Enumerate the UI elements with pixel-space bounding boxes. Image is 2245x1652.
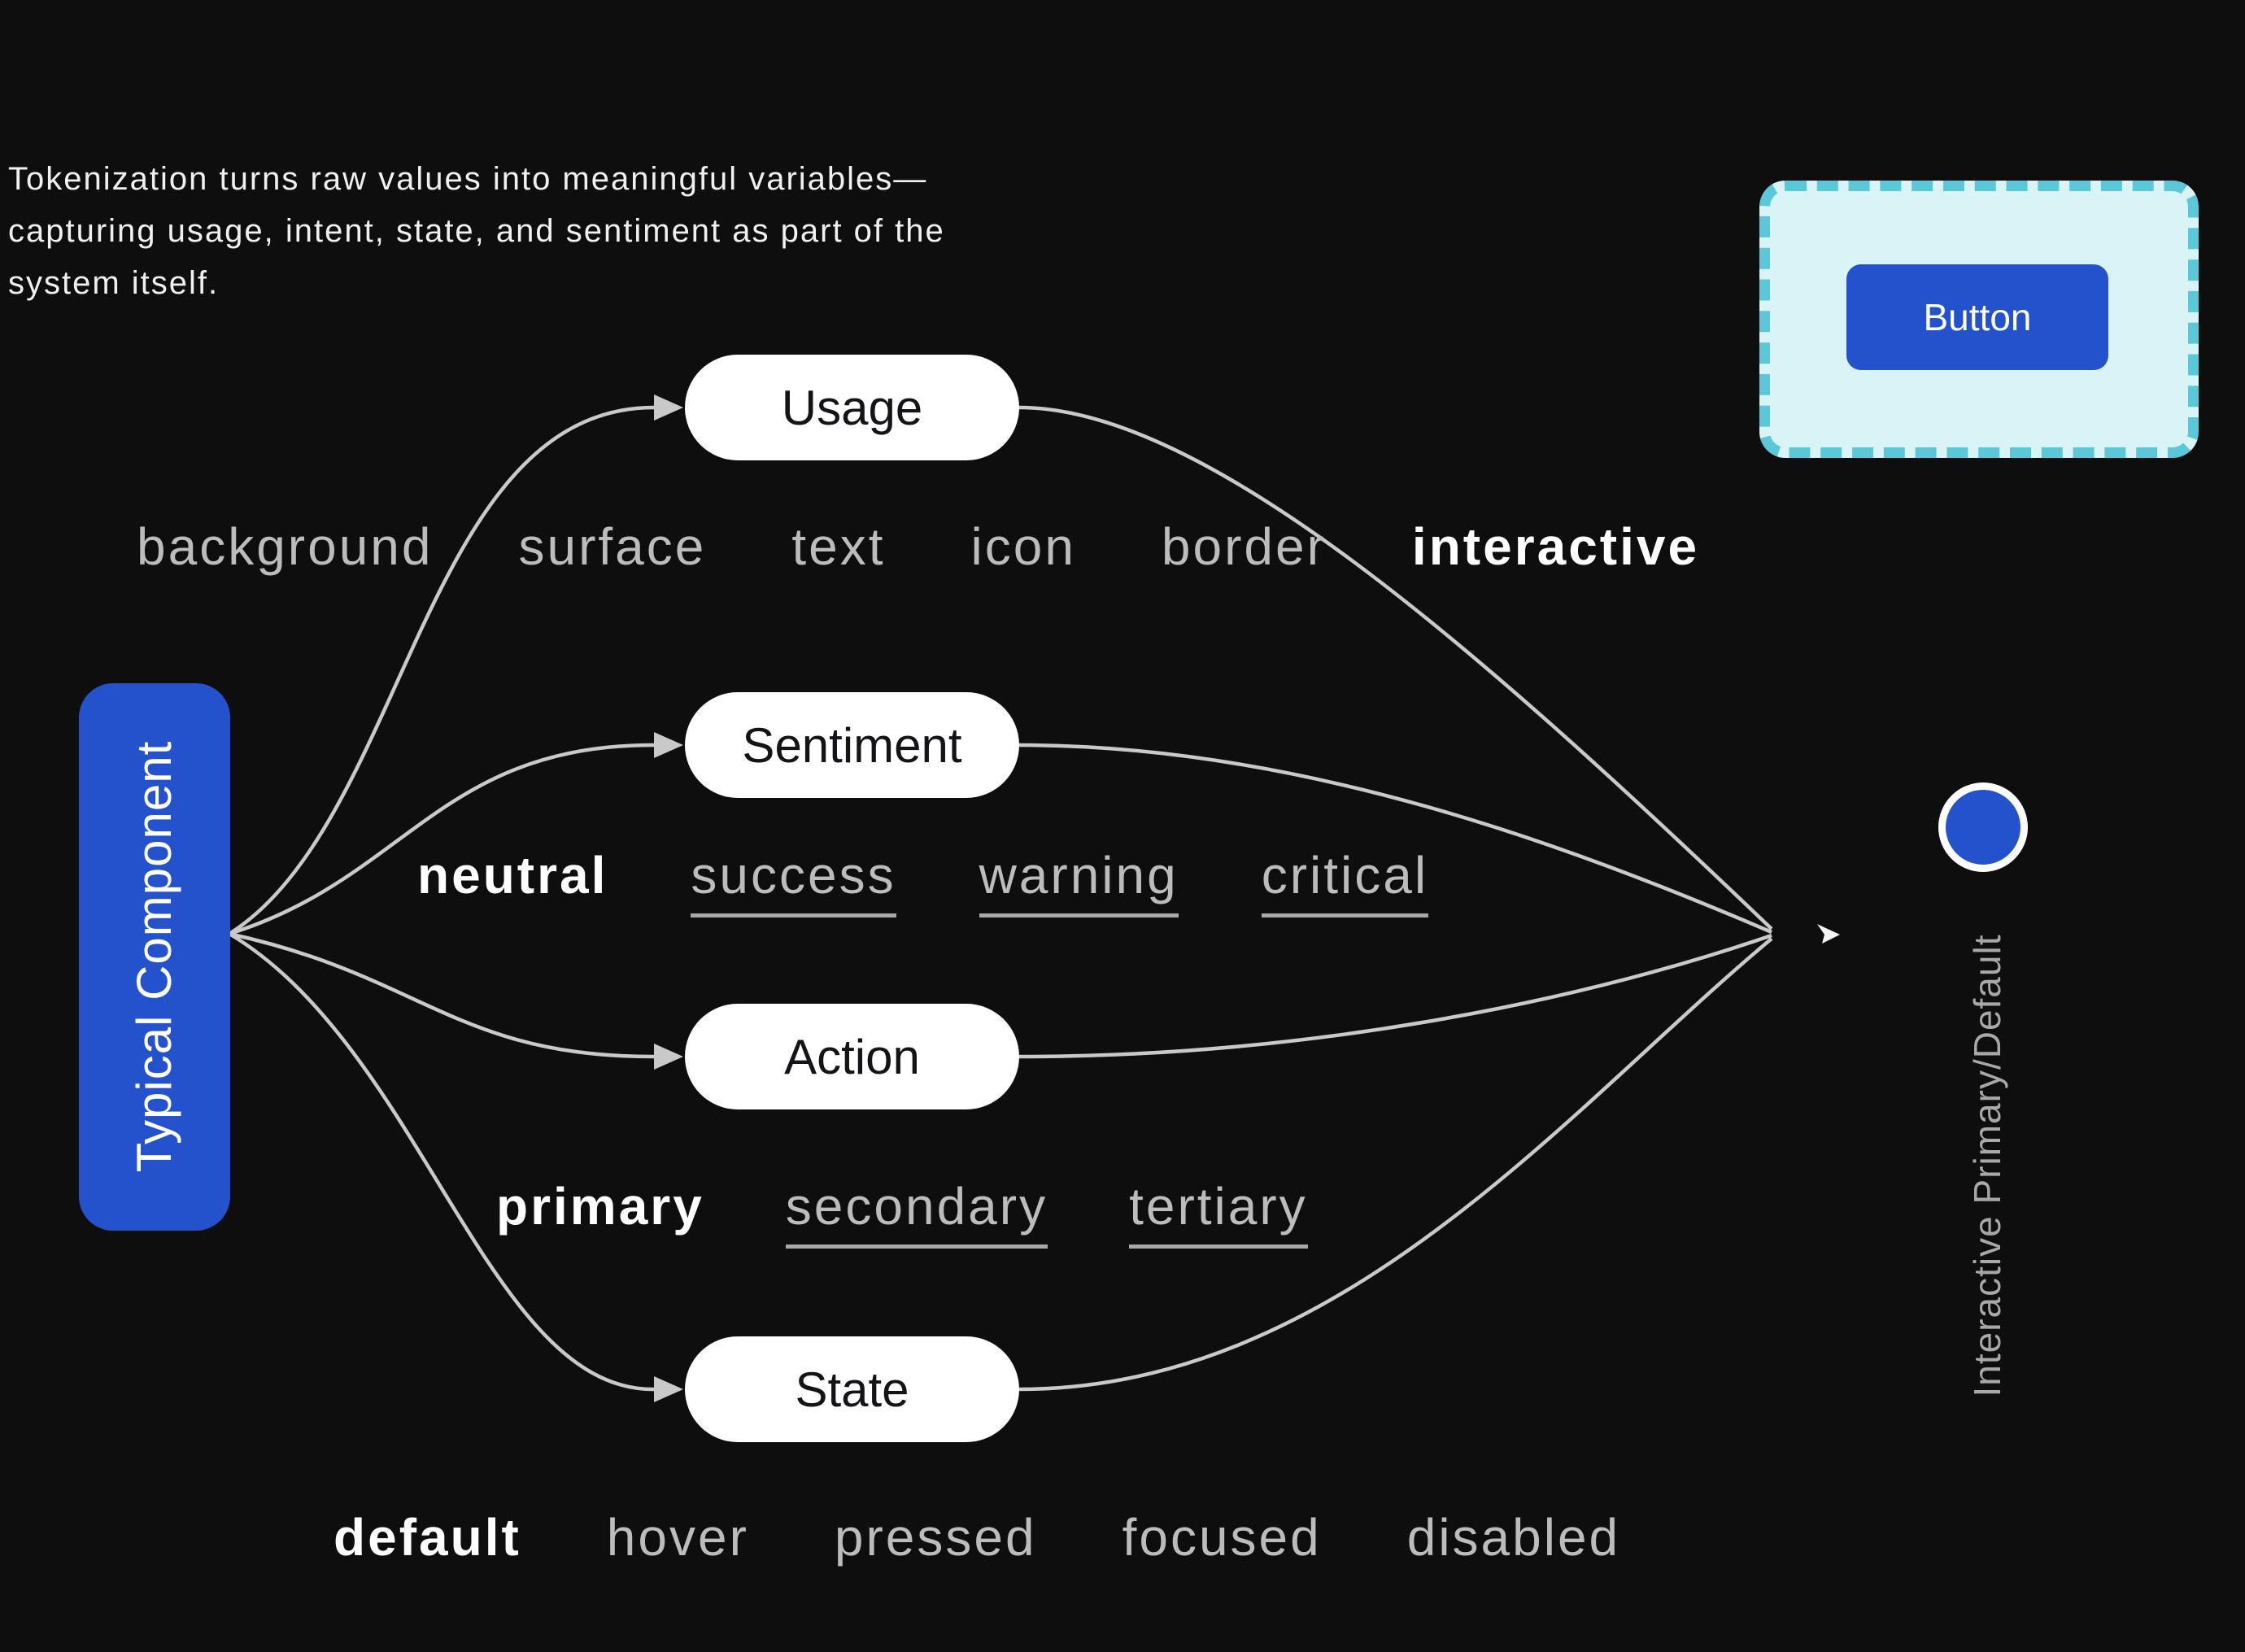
node-state: State xyxy=(685,1336,1019,1442)
connector-left-state xyxy=(228,932,655,1392)
token-disabled: disabled xyxy=(1406,1508,1621,1567)
intro-paragraph: Tokenization turns raw values into meani… xyxy=(8,161,945,301)
typical-component-box xyxy=(79,683,230,1231)
connector-right-state xyxy=(1018,937,1773,1392)
connector-left-action xyxy=(229,931,655,1059)
token-default: default xyxy=(333,1508,521,1567)
merge-arrow-icon xyxy=(1817,924,1840,944)
token-interactive: interactive xyxy=(1411,517,1700,576)
arrowhead-action xyxy=(654,1044,683,1070)
node-action: Action xyxy=(685,1004,1019,1109)
example-button[interactable]: Button xyxy=(1846,264,2108,370)
token-warning: warning xyxy=(979,845,1179,918)
result-token-swatch xyxy=(1938,782,2028,872)
token-pressed: pressed xyxy=(834,1508,1037,1567)
token-tertiary: tertiary xyxy=(1129,1176,1308,1249)
token-success: success xyxy=(691,845,896,918)
token-border: border xyxy=(1161,517,1327,576)
token-hover: hover xyxy=(606,1508,749,1567)
component-example-frame xyxy=(1759,181,2199,458)
arrowhead-usage xyxy=(654,394,683,421)
connector-left-sentiment xyxy=(229,743,655,936)
arrowhead-state xyxy=(654,1376,683,1402)
token-icon: icon xyxy=(970,517,1076,576)
action-token-row: primary secondary tertiary xyxy=(496,1176,1308,1249)
token-neutral: neutral xyxy=(417,846,608,904)
usage-token-row: background surface text icon border inte… xyxy=(137,517,1699,577)
connector-left-usage xyxy=(228,405,655,935)
token-background: background xyxy=(137,517,434,576)
result-token-label: Interactive Primary/Default xyxy=(1966,934,2008,1397)
connector-right-sentiment xyxy=(1018,743,1772,935)
token-secondary: secondary xyxy=(785,1176,1048,1249)
token-surface: surface xyxy=(518,517,707,576)
token-focused: focused xyxy=(1122,1508,1322,1567)
node-sentiment: Sentiment xyxy=(685,692,1019,798)
typical-component-label: Typical Component xyxy=(127,740,181,1173)
connector-right-usage xyxy=(1018,405,1773,931)
arrowhead-sentiment xyxy=(654,732,683,758)
token-text: text xyxy=(791,517,886,576)
sentiment-token-row: neutral success warning critical xyxy=(417,845,1429,918)
node-usage: Usage xyxy=(685,355,1019,460)
connector-right-action xyxy=(1018,933,1772,1059)
state-token-row: default hover pressed focused disabled xyxy=(333,1507,1620,1567)
token-critical: critical xyxy=(1261,845,1429,918)
token-primary: primary xyxy=(496,1177,704,1236)
